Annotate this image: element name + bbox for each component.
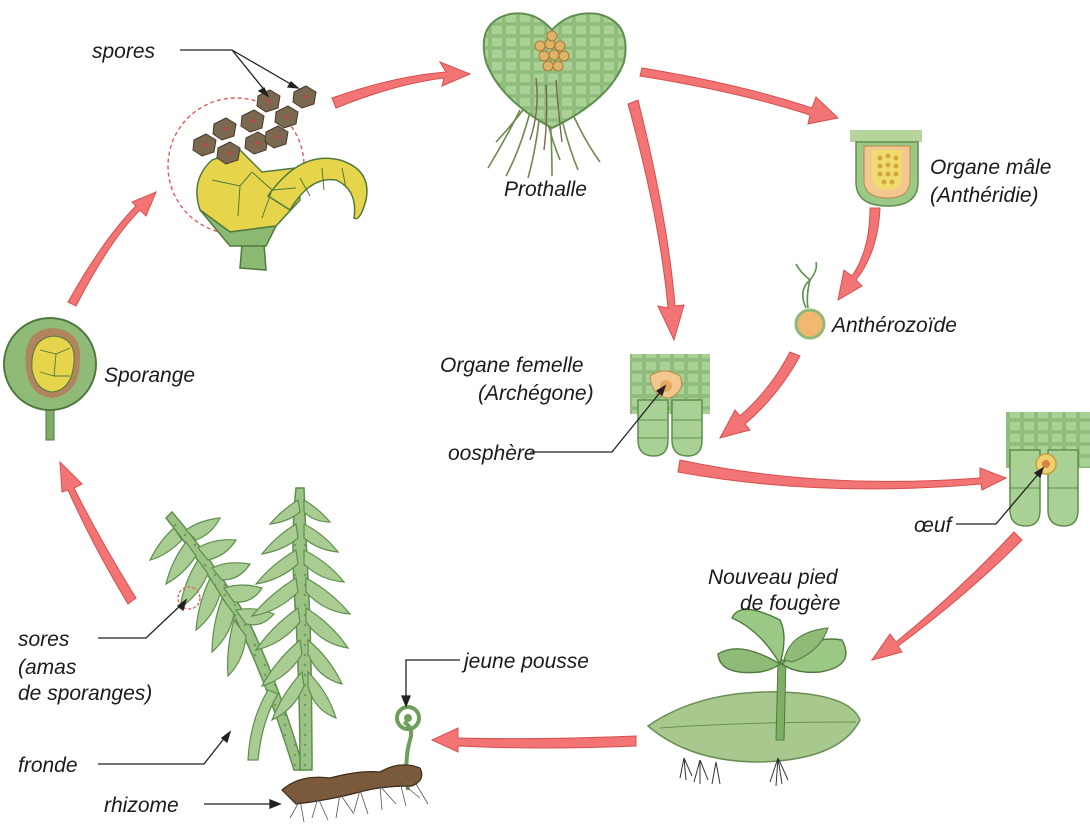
nouveau-pied-illustration bbox=[648, 609, 860, 786]
label-antheridie: (Anthéridie) bbox=[930, 184, 1039, 207]
label-nouveau-pied: Nouveau pied bbox=[708, 566, 839, 589]
arrow-prothalle-to-antheridie bbox=[640, 68, 838, 124]
fern-plant-illustration bbox=[150, 488, 428, 822]
label-spores: spores bbox=[92, 40, 156, 63]
arrow-antheridie-to-antherozoide bbox=[838, 208, 880, 300]
label-oosphere: oosphère bbox=[448, 442, 536, 465]
arrow-sporange-to-spores bbox=[68, 192, 156, 306]
spore-cluster bbox=[193, 86, 316, 164]
label-de-fougere: de fougère bbox=[740, 592, 840, 615]
sporangium-release-illustration bbox=[168, 86, 367, 270]
label-amas: (amas bbox=[18, 656, 77, 679]
label-sores: sores bbox=[18, 628, 70, 651]
sporange-illustration bbox=[4, 318, 96, 440]
antheridie-illustration bbox=[850, 130, 922, 206]
label-jeune-pousse: jeune pousse bbox=[461, 650, 589, 673]
spores-leader bbox=[180, 50, 298, 96]
arrow-prothalle-to-archegone bbox=[628, 100, 684, 340]
label-organe-femelle: Organe femelle bbox=[440, 354, 584, 377]
label-oeuf: œuf bbox=[914, 514, 954, 537]
oeuf-illustration bbox=[1006, 412, 1090, 526]
label-sporange: Sporange bbox=[104, 364, 195, 387]
label-rhizome: rhizome bbox=[104, 794, 179, 817]
jeune-pousse-leader bbox=[402, 660, 460, 706]
label-de-sporanges: de sporanges) bbox=[18, 682, 152, 705]
label-fronde: fronde bbox=[18, 754, 78, 777]
antherozoide-illustration bbox=[796, 262, 824, 338]
label-archegone: (Archégone) bbox=[478, 382, 594, 405]
arrow-nouveau-to-jeune bbox=[432, 728, 636, 752]
label-antherozoide: Anthérozoïde bbox=[830, 314, 957, 337]
archegone-illustration bbox=[630, 354, 710, 456]
arrow-antherozoide-to-archegone bbox=[720, 352, 800, 438]
arrow-spores-to-prothalle bbox=[332, 62, 470, 108]
prothalle-illustration bbox=[484, 13, 626, 178]
arrow-oeuf-to-nouveau bbox=[872, 532, 1022, 660]
label-prothalle: Prothalle bbox=[504, 178, 587, 201]
arrow-fronde-to-sporange bbox=[60, 462, 136, 604]
arrow-archegone-to-oeuf bbox=[678, 460, 1006, 490]
label-organe-male: Organe mâle bbox=[930, 156, 1051, 179]
